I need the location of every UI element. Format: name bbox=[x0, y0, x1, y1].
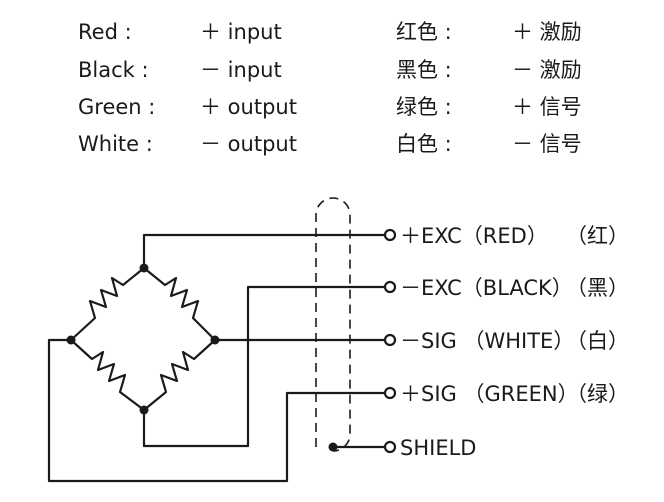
legend-en-meaning-0: ＋ input bbox=[200, 20, 282, 44]
terminal-zh-plus-exc: （红） bbox=[566, 224, 629, 248]
terminal-minus-sig bbox=[383, 333, 397, 347]
terminal-label-minus-sig: －SIG （WHITE） bbox=[400, 329, 574, 353]
bridge-node-left bbox=[66, 335, 76, 345]
legend-en-color-3: White : bbox=[78, 132, 153, 156]
legend-zh-color-1: 黑色 : bbox=[396, 58, 452, 82]
terminal-label-minus-exc: －EXC（BLACK） bbox=[400, 276, 573, 300]
legend-zh-meaning-3: － 信号 bbox=[512, 132, 582, 156]
terminal-zh-plus-sig: （绿） bbox=[566, 382, 629, 406]
legend-en-meaning-1: － input bbox=[200, 58, 282, 82]
terminal-shield bbox=[383, 440, 397, 454]
terminal-label-plus-exc: ＋EXC（RED） bbox=[400, 224, 548, 248]
wire-plus-exc bbox=[142, 233, 387, 270]
terminal-label-plus-sig: ＋SIG （GREEN） bbox=[400, 382, 579, 406]
wire-plus-sig bbox=[47, 338, 387, 483]
legend-zh-meaning-2: ＋ 信号 bbox=[512, 95, 582, 119]
legend-zh-color-2: 绿色 : bbox=[396, 95, 452, 119]
bridge-resistor-bottom-right bbox=[142, 338, 217, 412]
shield-node bbox=[328, 442, 338, 452]
terminal-label-shield: SHIELD bbox=[400, 436, 476, 460]
wire-color-legend: Red : ＋ input Black : － input Green : ＋ … bbox=[0, 0, 664, 170]
legend-zh-meaning-1: － 激励 bbox=[512, 58, 582, 82]
terminal-zh-minus-sig: （白） bbox=[566, 329, 629, 353]
wire-minus-exc bbox=[142, 285, 387, 448]
legend-zh-color-0: 红色 : bbox=[396, 20, 452, 44]
bridge-resistor-top-left bbox=[69, 266, 146, 342]
bridge-node-bottom bbox=[139, 405, 149, 415]
legend-en-color-1: Black : bbox=[78, 58, 149, 82]
terminal-plus-exc bbox=[383, 228, 397, 242]
legend-zh-meaning-0: ＋ 激励 bbox=[512, 20, 582, 44]
bridge-node-top bbox=[139, 263, 149, 273]
legend-en-color-0: Red : bbox=[78, 20, 132, 44]
bridge-node-right bbox=[210, 335, 220, 345]
bridge-resistor-top-right bbox=[142, 266, 217, 342]
terminal-zh-minus-exc: （黑） bbox=[566, 276, 629, 300]
legend-en-meaning-2: ＋ output bbox=[200, 95, 297, 119]
legend-en-meaning-3: － output bbox=[200, 132, 297, 156]
legend-zh-color-3: 白色 : bbox=[396, 132, 452, 156]
legend-en-color-2: Green : bbox=[78, 95, 156, 119]
bridge-resistor-bottom-left bbox=[69, 338, 146, 412]
cable-shield-outline bbox=[315, 197, 351, 452]
terminal-minus-exc bbox=[383, 280, 397, 294]
terminal-plus-sig bbox=[383, 386, 397, 400]
